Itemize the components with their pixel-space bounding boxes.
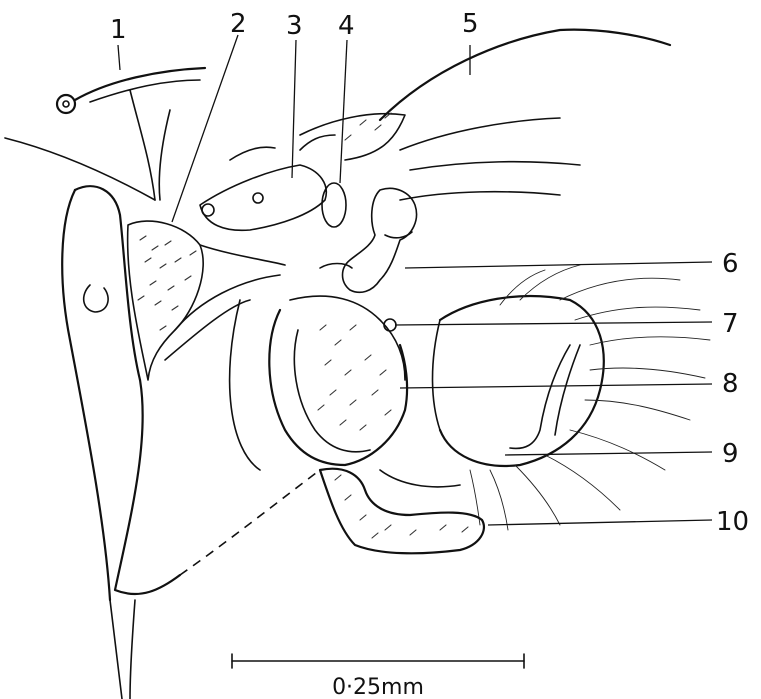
- label-6: 6: [722, 249, 739, 279]
- label-4: 4: [338, 11, 355, 41]
- label-9: 9: [722, 439, 739, 469]
- drawing-body: [5, 30, 710, 699]
- label-2: 2: [230, 9, 247, 39]
- labels: 1 2 3 4 5 6 7 8 9 10: [110, 9, 749, 537]
- label-7: 7: [722, 309, 739, 339]
- label-3: 3: [286, 11, 303, 41]
- scale-bar: 0·25mm: [232, 654, 524, 699]
- label-10: 10: [716, 507, 749, 537]
- label-1: 1: [110, 15, 127, 45]
- scale-bar-label: 0·25mm: [332, 675, 424, 699]
- label-8: 8: [722, 369, 739, 399]
- label-5: 5: [462, 9, 479, 39]
